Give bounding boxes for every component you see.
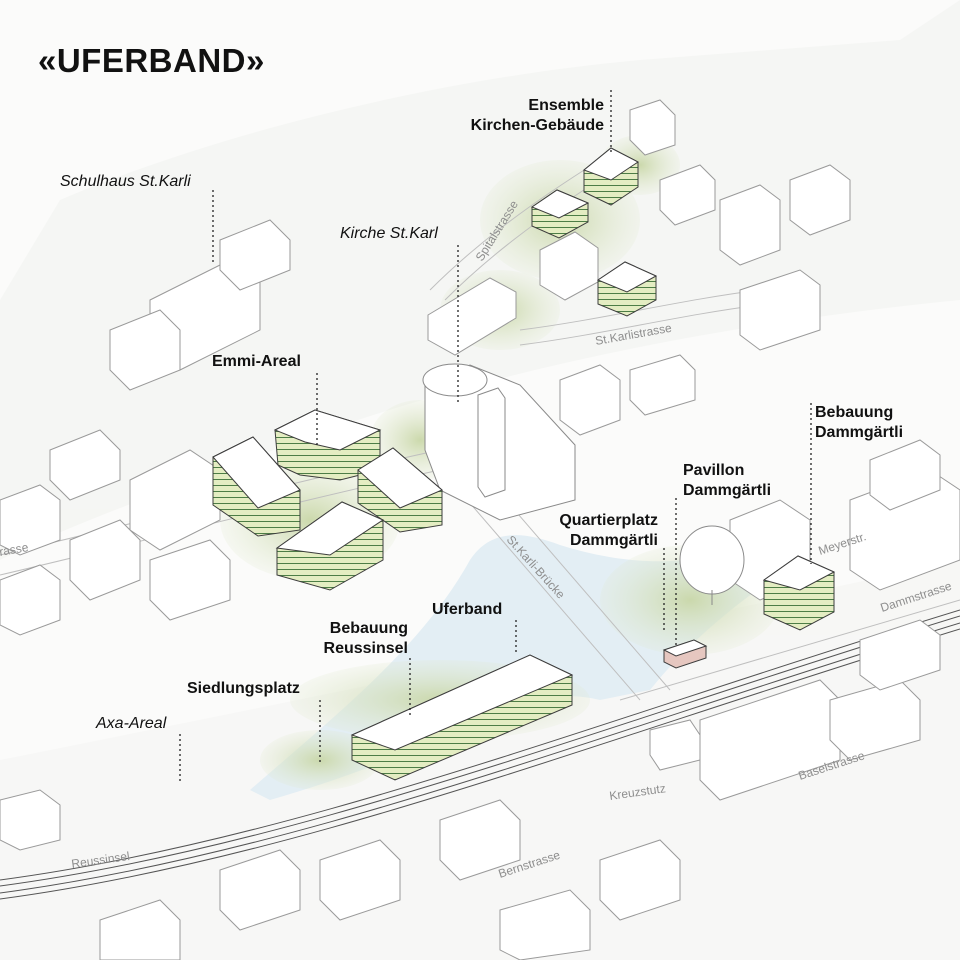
kirche-st-karl	[422, 363, 576, 521]
label-line: Reussinsel	[323, 640, 408, 657]
leader-lines	[179, 90, 812, 782]
label-uferband: Uferband	[432, 601, 503, 618]
tree	[679, 525, 745, 605]
label-siedlungsplatz: Siedlungsplatz	[187, 680, 300, 697]
label-line: Bebauung	[815, 404, 894, 421]
label-emmi-areal: Emmi-Areal	[212, 353, 301, 370]
label-line: Kirchen-Gebäude	[470, 117, 604, 134]
label-quartierplatz: Quartierplatz Dammgärtli	[559, 511, 658, 551]
label-line: Dammgärtli	[569, 532, 658, 549]
label-kirche: Kirche St.Karl	[340, 225, 438, 242]
label-line: Dammgärtli	[815, 424, 904, 441]
railway	[0, 609, 960, 900]
label-bebauung-dammgaertli: Bebauung Dammgärtli	[815, 403, 903, 443]
label-ensemble-kirchen: Ensemble Kirchen-Gebäude	[471, 96, 604, 136]
label-line: Quartierplatz	[559, 512, 658, 529]
label-line: Dammgärtli	[683, 482, 772, 499]
label-pavillon: Pavillon Dammgärtli	[683, 461, 771, 501]
label-line: Ensemble	[528, 97, 604, 114]
label-schulhaus: Schulhaus St.Karli	[60, 173, 191, 190]
label-line: Pavillon	[683, 462, 745, 479]
page-title: «UFERBAND»	[38, 42, 265, 79]
new-buildings	[212, 147, 836, 781]
label-bebauung-reussinsel: Bebauung Reussinsel	[324, 619, 408, 659]
street-fragment: rasse	[0, 540, 30, 559]
label-line: Bebauung	[329, 620, 408, 637]
existing-buildings	[0, 99, 960, 960]
label-axa-areal: Axa-Areal	[96, 715, 167, 732]
